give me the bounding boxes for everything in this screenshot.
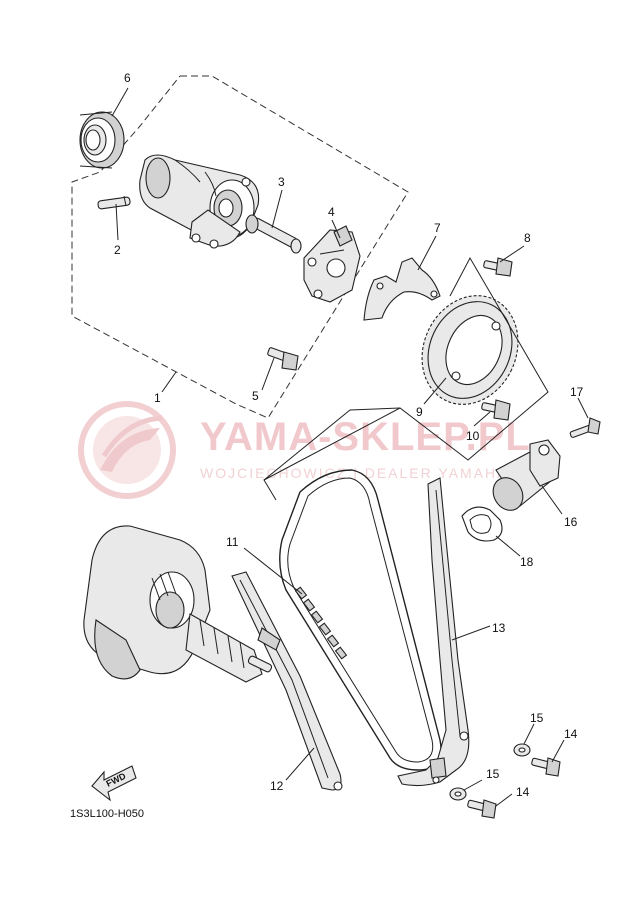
watermark: YAMA-SKLEP.PL WOJCIECHOWICZ | DEALER YAM… [78,401,531,499]
callout-2[interactable]: 2 [114,243,121,257]
chain-links [294,586,348,660]
callout-7[interactable]: 7 [434,221,441,235]
sprocket-group-outline-2 [263,407,401,481]
decomp-lever-part[interactable] [303,225,361,303]
callout-9[interactable]: 9 [416,405,423,419]
forward-direction-icon: FWD [91,765,137,802]
gasket-part[interactable] [461,506,503,542]
camshaft-part[interactable] [139,154,260,249]
washer-part-lower[interactable] [449,787,467,801]
callout-3[interactable]: 3 [278,175,285,189]
callout-1[interactable]: 1 [154,391,161,405]
callout-10[interactable]: 10 [466,429,480,443]
callout-11[interactable]: 11 [226,535,239,549]
diagram-code: 1S3L100-H050 [70,808,144,820]
callout-14-lower[interactable]: 14 [516,785,530,799]
bolt-part-14-upper[interactable] [531,757,561,777]
bearing-part[interactable] [79,111,125,169]
bolt-part-10[interactable] [481,399,511,421]
chain-guide-right-part[interactable] [397,477,470,787]
bolt-part-5[interactable] [267,347,299,371]
watermark-logo-icon [78,401,176,499]
watermark-brand: YAMA-SKLEP.PL [200,415,531,459]
watermark-subtitle: WOJCIECHOWICZ | DEALER YAMAHA [200,465,508,481]
callout-4[interactable]: 4 [328,205,335,219]
callout-14-upper[interactable]: 14 [564,727,578,741]
callout-8[interactable]: 8 [524,231,531,245]
callout-18[interactable]: 18 [520,555,534,569]
plate-part[interactable] [363,257,441,321]
dowel-pin-part[interactable] [97,195,131,210]
callout-13[interactable]: 13 [492,621,506,635]
bolt-part-17[interactable] [569,417,601,438]
decomp-shaft-part[interactable] [245,214,302,254]
washer-part-upper[interactable] [513,743,531,757]
callout-labels: 6 2 3 4 5 1 7 8 9 10 17 16 18 13 11 12 1… [114,71,584,799]
callout-17[interactable]: 17 [570,385,584,399]
callout-5[interactable]: 5 [252,389,259,403]
callout-16[interactable]: 16 [564,515,578,529]
chain-tensioner-part[interactable] [487,439,561,516]
crankshaft-part[interactable] [83,525,273,683]
chain-guide-left-part[interactable] [231,571,343,791]
callout-12[interactable]: 12 [270,779,284,793]
camshaft-assembly-boundary [71,75,409,419]
bolt-part-8[interactable] [483,257,513,277]
callout-15-upper[interactable]: 15 [530,711,544,725]
cam-sprocket-part[interactable] [405,280,536,420]
leader-lines [111,87,589,807]
bolt-part-14-lower[interactable] [467,799,497,819]
callout-6[interactable]: 6 [124,71,131,85]
callout-15-lower[interactable]: 15 [486,767,500,781]
